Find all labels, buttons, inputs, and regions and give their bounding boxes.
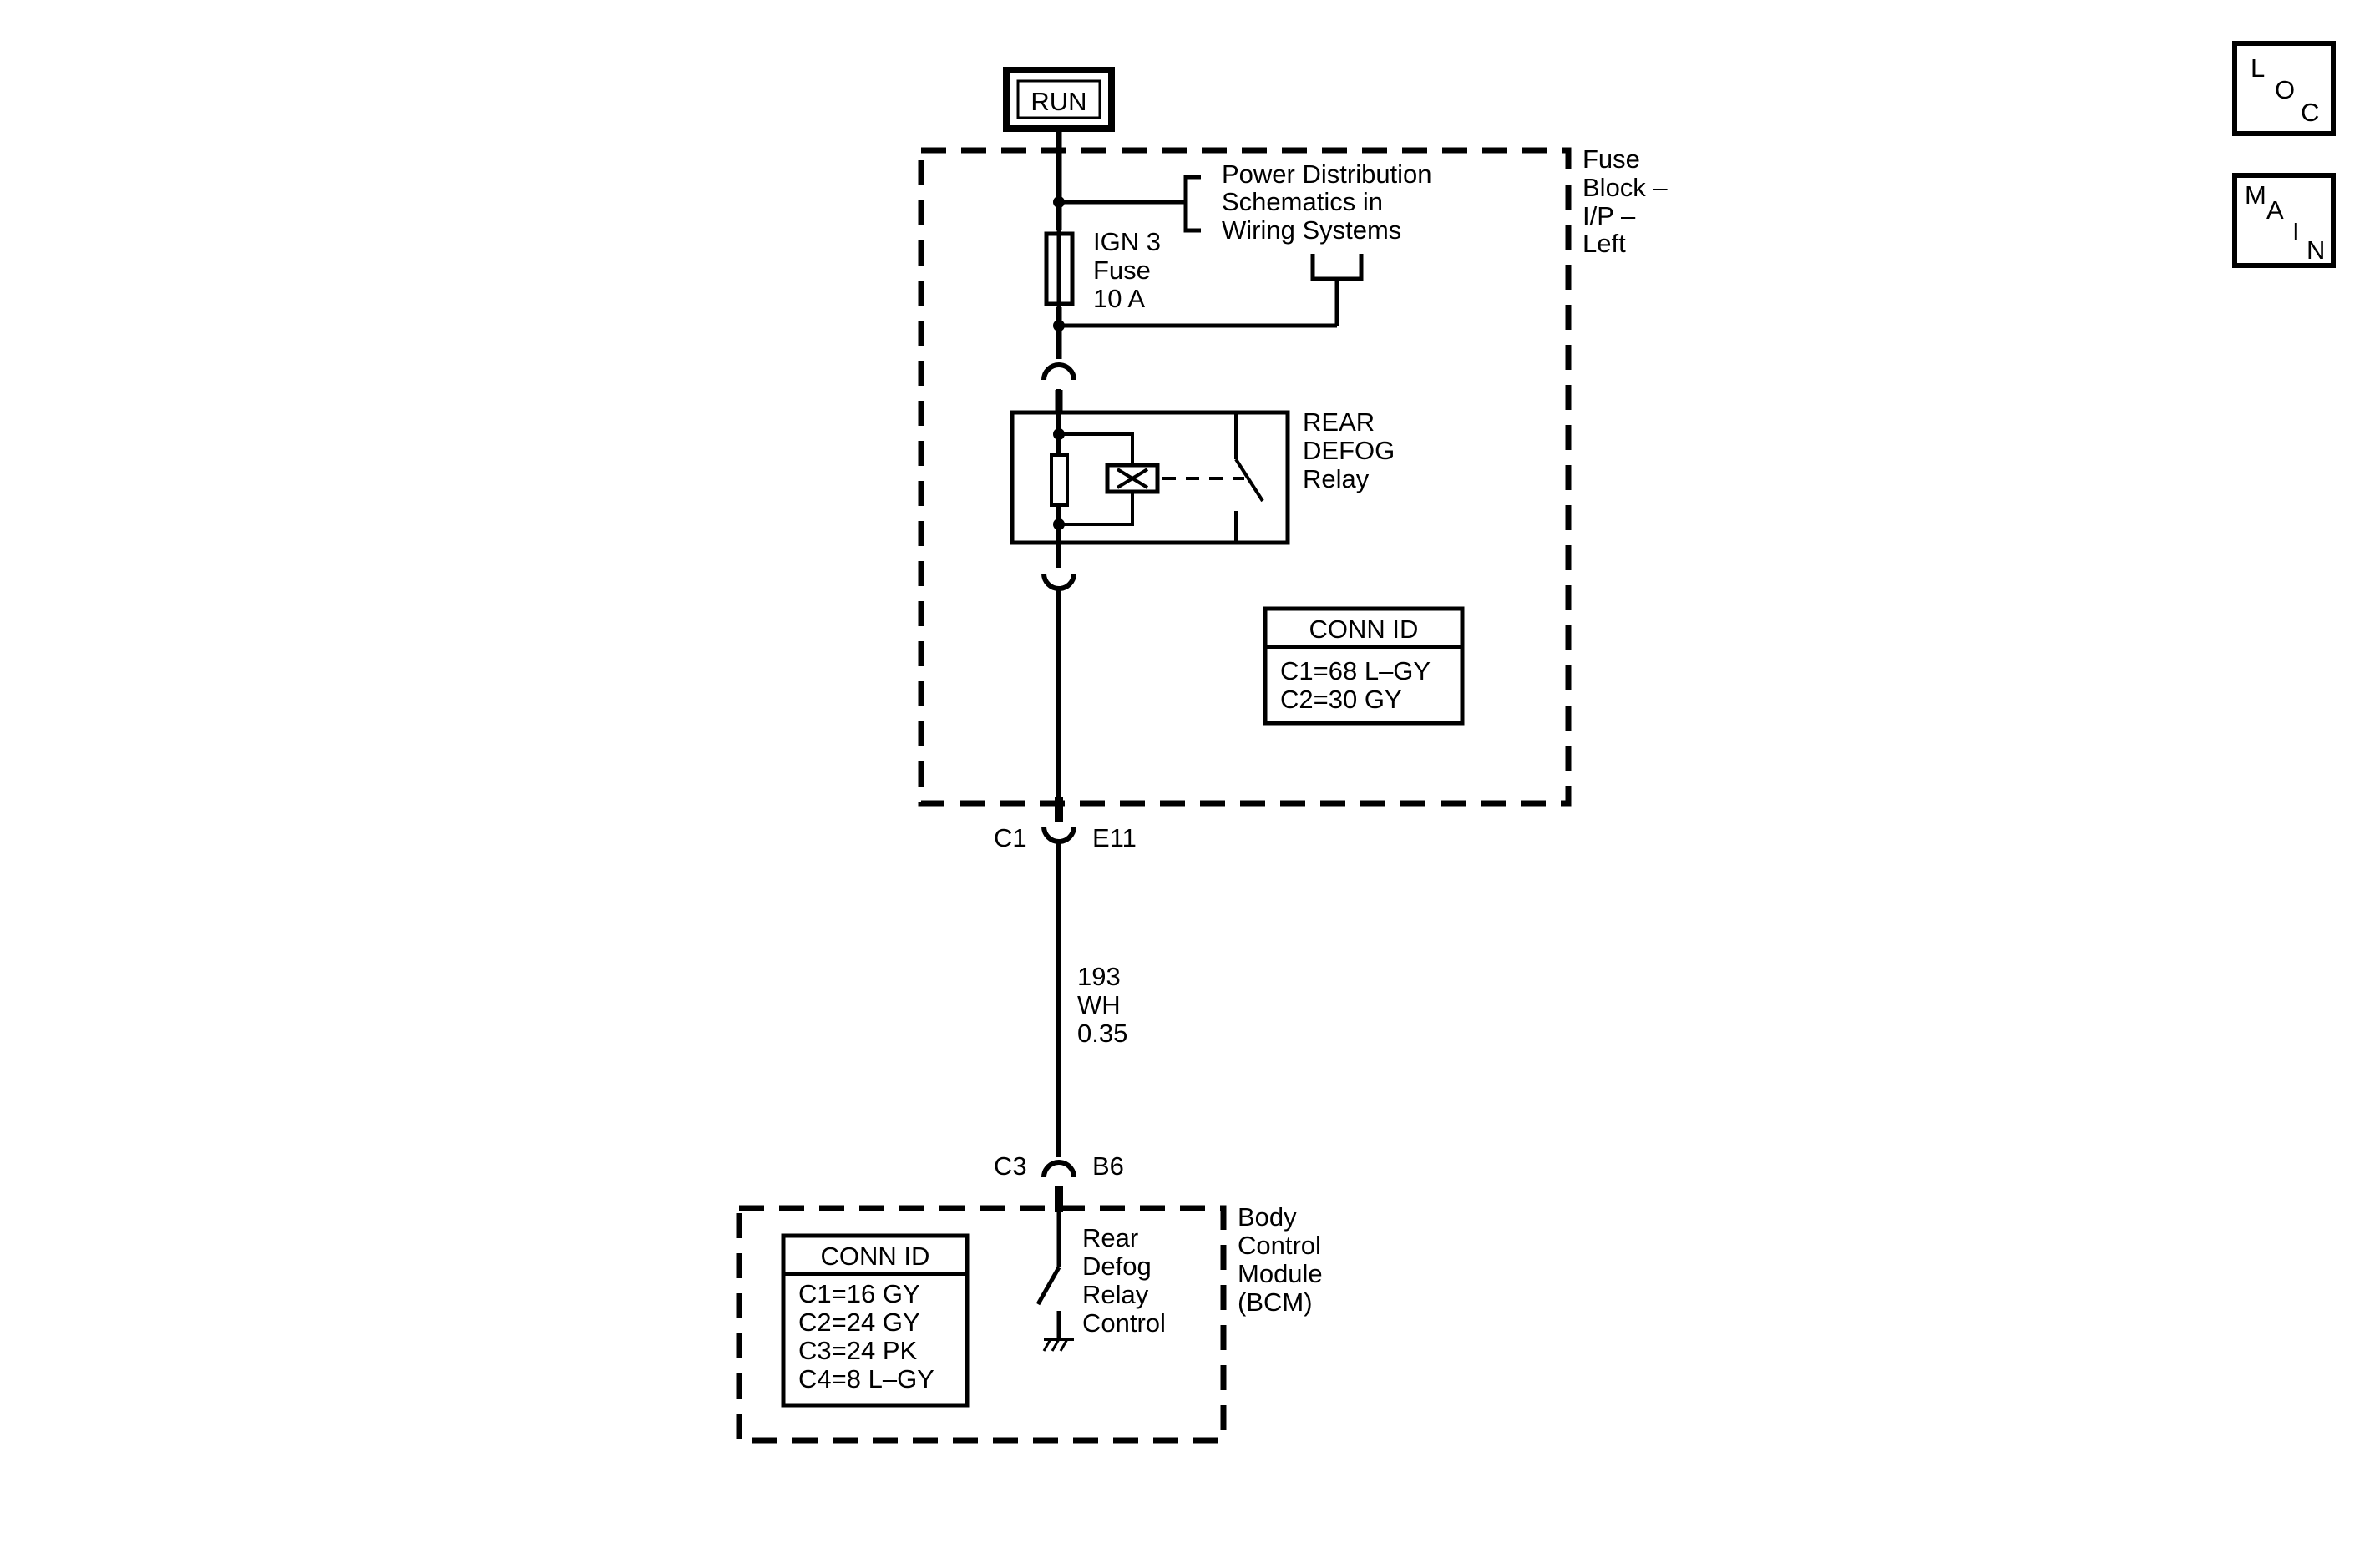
svg-text:Power Distribution: Power Distribution bbox=[1222, 159, 1432, 189]
svg-text:Control: Control bbox=[1238, 1231, 1321, 1260]
relay-output-connector bbox=[1041, 573, 1076, 591]
svg-text:C3: C3 bbox=[994, 1151, 1027, 1181]
run-label: RUN bbox=[1030, 87, 1086, 116]
svg-text:B6: B6 bbox=[1092, 1151, 1124, 1181]
svg-text:Wiring Systems: Wiring Systems bbox=[1222, 215, 1401, 245]
svg-text:E11: E11 bbox=[1092, 823, 1137, 852]
svg-text:IGN 3: IGN 3 bbox=[1093, 227, 1161, 256]
svg-text:A: A bbox=[2266, 195, 2284, 225]
fuse-block-boundary bbox=[918, 147, 1572, 807]
run-power-source: RUN bbox=[1003, 67, 1115, 132]
svg-text:C4=8 L–GY: C4=8 L–GY bbox=[798, 1364, 934, 1394]
svg-text:0.35: 0.35 bbox=[1077, 1019, 1127, 1048]
svg-text:C2=24 GY: C2=24 GY bbox=[798, 1308, 920, 1337]
fuse-block-conn-id-table: CONN ID C1=68 L–GY C2=30 GY bbox=[1263, 606, 1465, 726]
connector-c3-b6: C3 B6 bbox=[994, 1151, 1124, 1212]
svg-text:Module: Module bbox=[1238, 1259, 1323, 1288]
power-distribution-reference: Power Distribution Schematics in Wiring … bbox=[1053, 159, 1432, 326]
svg-text:CONN ID: CONN ID bbox=[1309, 615, 1419, 644]
svg-text:C: C bbox=[2301, 98, 2319, 127]
svg-text:(BCM): (BCM) bbox=[1238, 1287, 1313, 1317]
svg-text:193: 193 bbox=[1077, 962, 1121, 991]
svg-text:Fuse: Fuse bbox=[1582, 144, 1640, 174]
svg-text:M: M bbox=[2245, 180, 2266, 210]
svg-text:C1: C1 bbox=[994, 823, 1027, 852]
svg-text:C1=68 L–GY: C1=68 L–GY bbox=[1280, 656, 1431, 685]
ground-icon bbox=[1042, 1338, 1074, 1352]
ign3-fuse: IGN 3 Fuse 10 A bbox=[1044, 227, 1161, 313]
svg-text:Relay: Relay bbox=[1082, 1280, 1149, 1309]
svg-text:O: O bbox=[2275, 75, 2295, 104]
relay-input-connector bbox=[1041, 362, 1076, 381]
svg-text:C1=16 GY: C1=16 GY bbox=[798, 1279, 920, 1308]
svg-text:REAR: REAR bbox=[1303, 407, 1375, 437]
bcm-conn-id-table: CONN ID C1=16 GY C2=24 GY C3=24 PK C4=8 … bbox=[781, 1233, 970, 1408]
svg-text:Schematics in: Schematics in bbox=[1222, 187, 1383, 216]
connector-c1-e11: C1 E11 bbox=[994, 797, 1137, 852]
bcm-boundary bbox=[736, 1205, 1227, 1444]
wire-193-label: 193 WH 0.35 bbox=[1077, 962, 1127, 1048]
loc-button[interactable]: L O C bbox=[2232, 41, 2336, 136]
svg-text:Defog: Defog bbox=[1082, 1252, 1152, 1281]
rear-defog-relay: REAR DEFOG Relay bbox=[1010, 389, 1395, 568]
svg-text:WH: WH bbox=[1077, 990, 1121, 1019]
bcm-title: Body Control Module (BCM) bbox=[1238, 1202, 1323, 1317]
svg-text:Control: Control bbox=[1082, 1308, 1166, 1338]
svg-text:L: L bbox=[2251, 53, 2265, 83]
svg-text:Block –: Block – bbox=[1582, 173, 1668, 202]
svg-text:Relay: Relay bbox=[1303, 464, 1370, 493]
rear-defog-relay-control-switch: Rear Defog Relay Control bbox=[1036, 1212, 1166, 1339]
svg-text:C3=24 PK: C3=24 PK bbox=[798, 1336, 918, 1365]
svg-text:Body: Body bbox=[1238, 1202, 1297, 1232]
svg-text:CONN ID: CONN ID bbox=[821, 1242, 930, 1271]
svg-text:C2=30 GY: C2=30 GY bbox=[1280, 685, 1402, 714]
fuse-block-title: Fuse Block – I/P – Left bbox=[1582, 144, 1668, 258]
svg-text:10 A: 10 A bbox=[1093, 284, 1145, 313]
svg-text:N: N bbox=[2307, 235, 2325, 265]
main-button[interactable]: M A I N bbox=[2232, 173, 2336, 268]
svg-text:Rear: Rear bbox=[1082, 1223, 1138, 1252]
svg-text:Fuse: Fuse bbox=[1093, 255, 1151, 285]
svg-text:I: I bbox=[2292, 217, 2300, 246]
svg-text:I/P –: I/P – bbox=[1582, 201, 1636, 230]
svg-text:Left: Left bbox=[1582, 229, 1626, 258]
svg-text:DEFOG: DEFOG bbox=[1303, 436, 1395, 465]
